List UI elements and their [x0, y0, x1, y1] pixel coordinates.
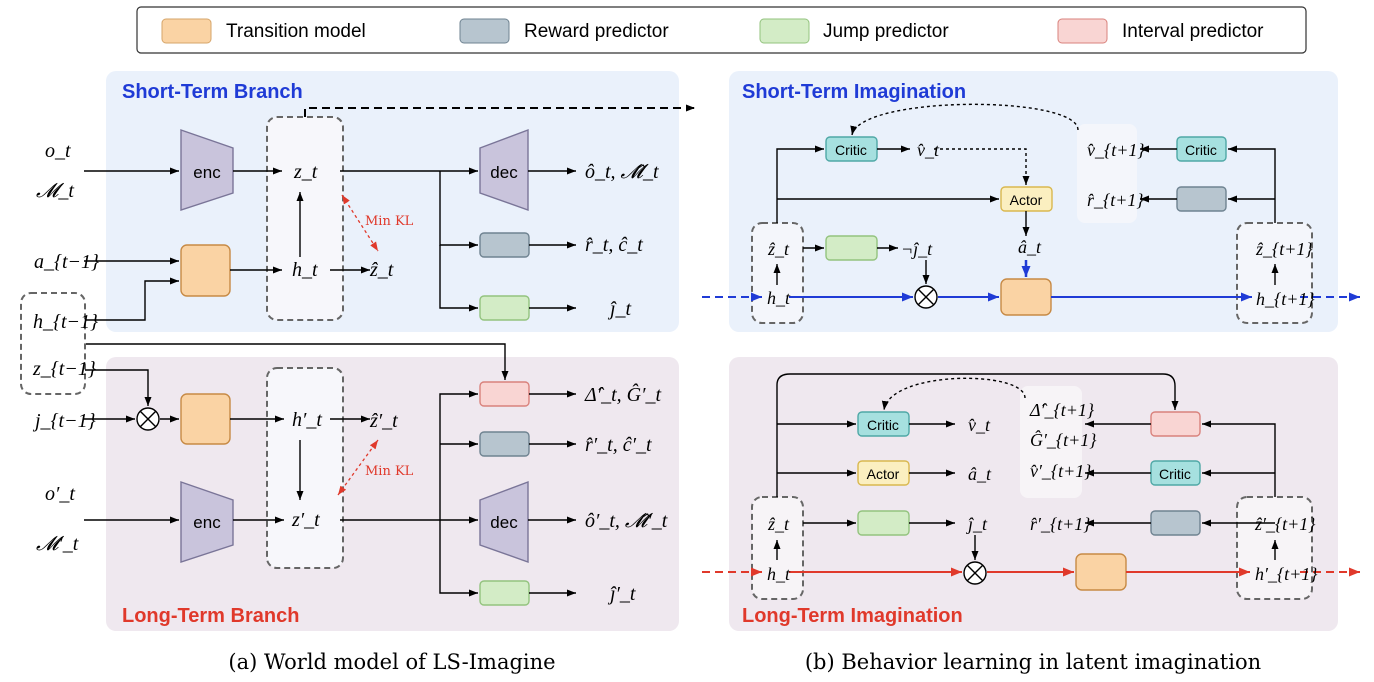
- left-long-branch: [84, 343, 576, 606]
- long-imag-reward-predictor: [1150, 510, 1201, 536]
- output-j-hat: ĵ_t: [607, 298, 632, 320]
- long-r-next: r̂′_{t+1}: [1030, 514, 1091, 534]
- output-o-hat-prime: ô′_t, 𝓜̂′_t: [585, 510, 668, 532]
- short-critic-right-label: Critic: [1185, 142, 1217, 158]
- short-dec-label: dec: [490, 163, 518, 182]
- short-state-box: [266, 116, 344, 321]
- short-imag-transition: [1000, 278, 1052, 316]
- long-delta-next: Δ̂′_{t+1}: [1029, 400, 1095, 420]
- input-M-t: 𝓜_t: [36, 180, 74, 202]
- short-actor-label: Actor: [1010, 192, 1043, 208]
- legend-swatch-transition: [161, 18, 212, 44]
- long-interval-predictor: [479, 381, 530, 407]
- state-z-t: z_t: [293, 161, 318, 183]
- input-o-prime: o′_t: [45, 483, 75, 505]
- short-imag-z-t: ẑ_t: [767, 239, 790, 259]
- long-dec-label: dec: [490, 513, 518, 532]
- long-encoder: [180, 481, 234, 563]
- legend-swatch-jump: [759, 18, 810, 44]
- long-term-imagination-title: Long-Term Imagination: [742, 605, 963, 627]
- long-critic-right-label: Critic: [1159, 466, 1191, 482]
- caption-b: (b) Behavior learning in latent imaginat…: [805, 650, 1261, 674]
- long-term-branch-panel: [106, 357, 679, 631]
- short-enc-label: enc: [193, 163, 221, 182]
- short-critic-left-label: Critic: [835, 142, 867, 158]
- long-imag-h-t: h_t: [767, 564, 791, 584]
- long-imag-z-t: ẑ_t: [767, 514, 790, 534]
- long-v-hat: v̂_t: [968, 415, 991, 435]
- long-decoder: [479, 480, 529, 563]
- short-v-next: v̂_{t+1}: [1087, 140, 1145, 160]
- input-a-prev: a_{t−1}: [34, 251, 99, 273]
- short-term-branch-panel: [106, 71, 679, 332]
- short-min-kl-label: Min KL: [365, 214, 414, 229]
- short-reward-predictor: [479, 232, 530, 258]
- short-v-hat: v̂_t: [917, 140, 940, 160]
- input-j-prev: j_{t−1}: [32, 410, 96, 432]
- legend-label-transition: Transition model: [226, 21, 366, 42]
- legend-swatch-interval: [1057, 18, 1108, 44]
- short-imag-h-next: h_{t+1}: [1256, 289, 1315, 309]
- short-imag-jump-predictor: [825, 235, 878, 261]
- state-h-prime: h′_t: [292, 409, 322, 431]
- short-imag-a-hat: â_t: [1018, 237, 1042, 257]
- output-j-hat-prime: ĵ′_t: [607, 583, 636, 605]
- long-transition-model: [180, 393, 231, 445]
- short-encoder: [180, 129, 234, 211]
- output-r-hat-prime: r̂′_t, ĉ′_t: [585, 434, 652, 456]
- long-term-branch-title: Long-Term Branch: [122, 605, 299, 627]
- legend-label-interval: Interval predictor: [1122, 21, 1264, 42]
- short-transition-model: [180, 244, 231, 297]
- input-M-prime: 𝓜′_t: [36, 533, 79, 555]
- input-z-prev: z_{t−1}: [32, 358, 96, 380]
- legend-swatch-reward: [459, 18, 510, 44]
- long-min-kl-label: Min KL: [365, 464, 414, 479]
- short-imag-h-t: h_t: [767, 288, 791, 308]
- output-r-hat: r̂_t, ĉ_t: [585, 234, 643, 256]
- short-decoder: [479, 128, 529, 211]
- long-enc-label: enc: [193, 513, 221, 532]
- long-actor-label: Actor: [867, 466, 900, 482]
- long-a-hat: â_t: [968, 464, 992, 484]
- short-imag-reward-predictor: [1176, 186, 1227, 212]
- legend-label-reward: Reward predictor: [524, 21, 669, 42]
- short-imag-z-next: ẑ_{t+1}: [1255, 239, 1313, 259]
- left-short-branch: [20, 104, 695, 395]
- state-zhat-prime: ẑ′_t: [369, 410, 398, 432]
- long-state-box: [266, 367, 344, 569]
- long-reward-predictor: [479, 431, 530, 457]
- prev-state-box: [20, 292, 86, 395]
- short-r-next: r̂_{t+1}: [1087, 190, 1144, 210]
- state-zhat-t: ẑ_t: [369, 259, 394, 281]
- long-g-next: Ĝ′_{t+1}: [1030, 429, 1097, 450]
- long-imag-jump-predictor: [857, 510, 910, 536]
- long-imag-interval-predictor: [1150, 411, 1201, 437]
- input-o-t: o_t: [45, 140, 71, 162]
- long-imag-h-next: h′_{t+1}: [1255, 564, 1318, 584]
- legend-label-jump: Jump predictor: [823, 21, 949, 42]
- short-term-imagination-title: Short-Term Imagination: [742, 81, 966, 103]
- output-o-hat: ô_t, 𝓜̂_t: [585, 161, 659, 183]
- output-delta-g: Δ̂′_t, Ĝ′_t: [584, 382, 661, 406]
- long-jump-predictor: [479, 580, 530, 606]
- long-j-hat: ĵ_t: [966, 514, 988, 534]
- right-long-imagination: [702, 373, 1360, 600]
- long-critic-left-label: Critic: [867, 417, 899, 433]
- long-next-value-box: [1020, 386, 1082, 498]
- state-z-prime: z′_t: [291, 509, 320, 531]
- short-next-value-box: [1077, 124, 1137, 223]
- short-jump-predictor: [479, 295, 530, 321]
- state-h-t: h_t: [292, 259, 318, 281]
- short-term-branch-title: Short-Term Branch: [122, 81, 303, 103]
- long-imag-z-next: ẑ′_{t+1}: [1254, 514, 1316, 534]
- caption-a: (a) World model of LS-Imagine: [228, 650, 555, 674]
- right-short-imagination: [702, 103, 1360, 324]
- short-imag-not-j: ¬ĵ_t: [901, 239, 933, 259]
- long-v-next: v̂′_{t+1}: [1030, 461, 1092, 481]
- legend: Transition model Reward predictor Jump p…: [136, 6, 1307, 54]
- input-h-prev: h_{t−1}: [33, 311, 98, 333]
- long-imag-transition: [1075, 553, 1127, 591]
